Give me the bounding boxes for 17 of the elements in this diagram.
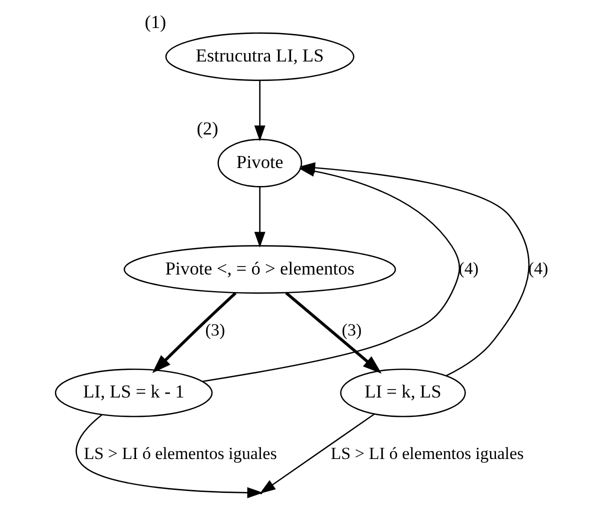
node-ellipse: Estrucutra LI, LS bbox=[165, 32, 354, 81]
arrow bbox=[254, 186, 266, 248]
node-ellipse: LI, LS = k - 1 bbox=[54, 368, 213, 418]
arrow bbox=[285, 292, 382, 374]
node-ellipse: Pivote bbox=[218, 138, 302, 188]
edge-label: LS > LI ó elementos iguales bbox=[84, 444, 277, 464]
edge-label: LS > LI ó elementos iguales bbox=[330, 444, 524, 464]
edge-label: (3) bbox=[342, 320, 362, 340]
node-label: (1) bbox=[144, 12, 166, 32]
edge-label: (4) bbox=[528, 258, 548, 278]
node-label: (2) bbox=[196, 118, 218, 138]
edge-label: (3) bbox=[205, 320, 226, 340]
node-ellipse: LI = k, LS bbox=[340, 368, 466, 418]
arrow bbox=[254, 80, 266, 142]
arrow bbox=[152, 292, 237, 374]
node-ellipse: Pivote <, = ó > elementos bbox=[124, 245, 396, 294]
edge-label: (4) bbox=[458, 258, 479, 278]
